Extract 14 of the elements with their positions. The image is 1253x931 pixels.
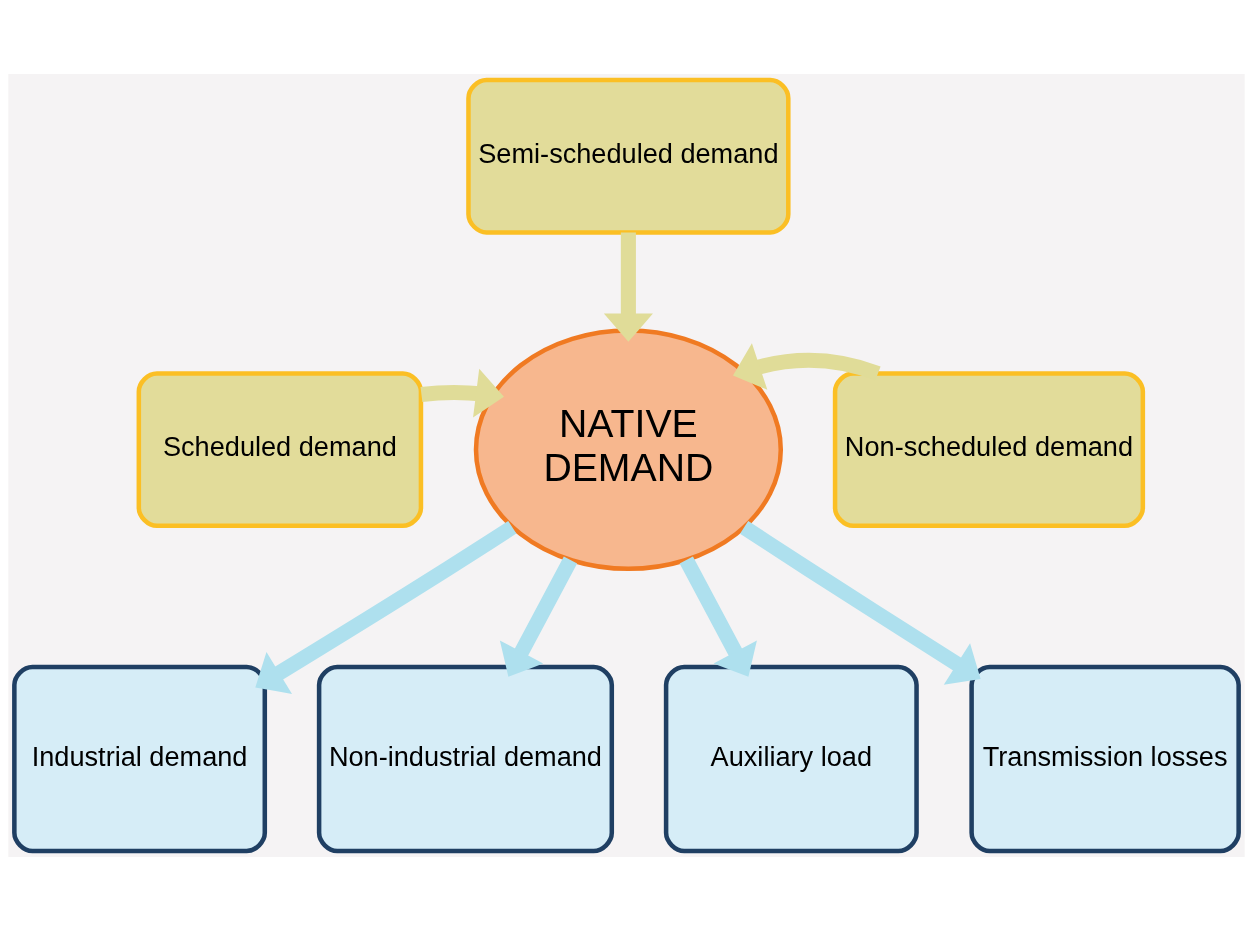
node-box: Auxiliary load [663,664,919,854]
node-box: Semi-scheduled demand [466,77,791,235]
arrow [499,556,578,677]
node-box: Scheduled demand [136,371,424,529]
node-box: Non-scheduled demand [832,371,1146,529]
arrow [740,521,981,685]
arrow [255,520,517,694]
arrow [679,556,757,677]
node-box: Non-industrial demand [316,664,615,854]
node-box: Transmission losses [969,664,1241,854]
arrow [420,368,504,418]
node-box: Industrial demand [12,664,268,854]
arrow [603,232,653,342]
arrow [733,343,881,390]
